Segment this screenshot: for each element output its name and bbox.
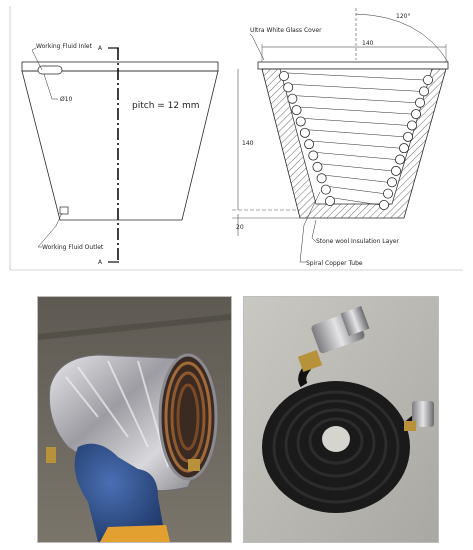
floor-seam <box>38 314 231 340</box>
height-label: 140 <box>242 140 254 147</box>
spiral-coils <box>278 71 433 210</box>
engineering-drawing: A A Working Fluid Inlet Ø10 Working Flui… <box>9 6 463 271</box>
coil-tube-section <box>414 97 425 108</box>
insulation-leader <box>311 219 317 243</box>
coil-tube-section <box>283 82 294 93</box>
brass-fitting-right <box>188 459 200 471</box>
coil-opening <box>158 353 218 481</box>
coil-tube-section <box>382 188 393 199</box>
coil-connector-line <box>329 186 385 194</box>
coil-tube-section <box>299 127 310 138</box>
coil-tube-section <box>278 71 289 82</box>
brass-coupling-top <box>297 350 323 372</box>
coil-connector-line <box>325 175 389 183</box>
coil-connector-line <box>321 163 393 172</box>
glove-cuff <box>100 525 170 542</box>
coil-tube-section <box>418 86 429 97</box>
coil-tube-section <box>410 109 421 120</box>
coil-tube-section <box>304 139 315 150</box>
coil-connector-line <box>308 129 405 138</box>
coil-tube-section <box>402 131 413 142</box>
copper-tube-leader <box>299 191 321 263</box>
brass-coupling-right <box>404 421 416 431</box>
copper-coil-ring-3 <box>176 383 200 451</box>
section-marker-bottom: A <box>98 259 103 266</box>
photo-foil-insulated-coil <box>37 296 232 543</box>
coil-ring-d <box>308 417 364 465</box>
outlet-pipe-shape <box>59 206 69 215</box>
inlet-pipe-shape <box>37 65 63 75</box>
foil-creases <box>65 360 169 468</box>
blue-glove <box>74 443 166 542</box>
outlet-label: Working Fluid Outlet <box>42 244 104 251</box>
cone-centre-hole <box>322 426 350 452</box>
coil-connector-line <box>300 106 413 115</box>
angle-arc <box>355 13 449 63</box>
coil-connector-line <box>317 152 397 160</box>
coil-tube-section <box>398 143 409 154</box>
inlet-label: Working Fluid Inlet <box>36 43 93 50</box>
black-cone-illustration <box>244 297 438 542</box>
coil-tube-section <box>287 93 298 104</box>
glass-cover-leader <box>249 33 265 61</box>
photo-black-spiral-cone <box>243 296 439 543</box>
coil-connector-line <box>292 84 421 92</box>
section-marker-top: A <box>98 45 103 52</box>
coil-tube-section <box>386 177 397 188</box>
brass-fitting-left <box>46 447 56 463</box>
pitch-label: pitch = 12 mm <box>132 101 200 111</box>
top-width-label: 140 <box>362 40 374 47</box>
coil-tube-section <box>312 161 323 172</box>
inlet-leader-line <box>31 47 43 71</box>
steel-fitting-branch <box>340 305 370 337</box>
coil-tube-section <box>394 154 405 165</box>
coil-ring-c <box>296 408 376 478</box>
coil-tube-section <box>291 105 302 116</box>
coil-ring-b <box>284 399 388 491</box>
coil-connector-line <box>313 140 401 149</box>
angle-label: 120° <box>396 13 410 20</box>
copper-tube-label: Spiral Copper Tube <box>306 260 363 267</box>
coil-tube-section <box>378 199 389 210</box>
coil-tube-section <box>324 195 335 206</box>
coil-tube-section <box>390 165 401 176</box>
glass-cover <box>257 61 449 70</box>
diameter-leader-line <box>43 73 58 100</box>
left-view: A A Working Fluid Inlet Ø10 Working Flui… <box>21 43 219 266</box>
coil-ring-a <box>272 390 400 504</box>
coil-tube-section <box>308 150 319 161</box>
left-view-cone-outline <box>21 70 219 221</box>
coil-tube-section <box>295 116 306 127</box>
insulation-label: Stone wool Insulation Layer <box>316 238 400 245</box>
foil-coil-illustration <box>38 297 231 542</box>
coil-tube-section <box>316 173 327 184</box>
coil-connector-line <box>304 118 409 126</box>
steel-fitting-right <box>412 401 434 427</box>
diameter-label: Ø10 <box>60 96 73 103</box>
coil-tube-section <box>422 75 433 86</box>
coil-tube-section <box>320 184 331 195</box>
coil-tube-section <box>406 120 417 131</box>
base-label: 20 <box>236 224 244 231</box>
coil-connector-line <box>296 95 417 103</box>
glass-cover-label: Ultra White Glass Cover <box>250 27 322 34</box>
coil-connector-line <box>287 72 425 81</box>
outlet-leader-line <box>37 212 63 248</box>
right-view: 140 120° 140 20 Ultra White Glass Cover … <box>232 8 449 267</box>
coil-connector-line <box>333 197 381 206</box>
